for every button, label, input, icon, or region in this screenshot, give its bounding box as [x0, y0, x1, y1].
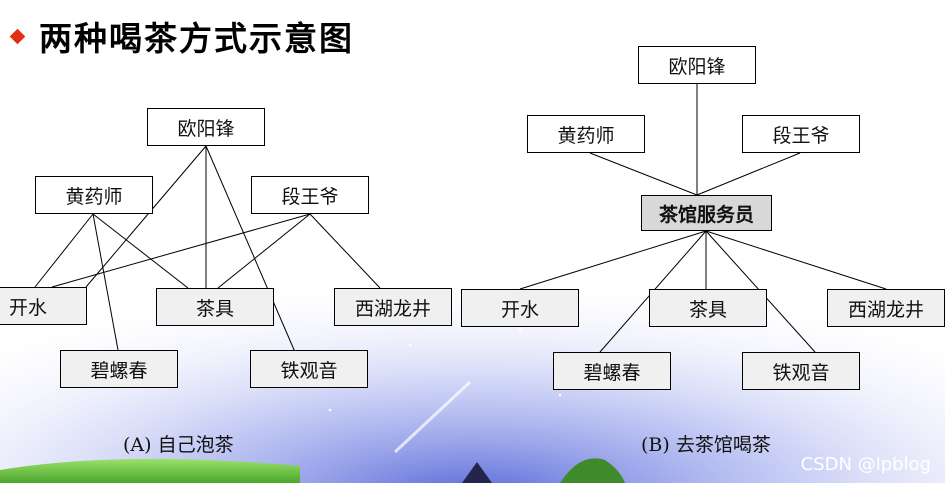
b-person-huangyaoshi: 黄药师	[527, 115, 645, 153]
b-item-biluochun: 碧螺春	[553, 352, 671, 390]
b-item-xihulongjing: 西湖龙井	[827, 289, 945, 327]
a-item-chaju: 茶具	[156, 288, 274, 326]
a-item-xihulongjing: 西湖龙井	[334, 288, 452, 326]
b-item-chaju: 茶具	[649, 289, 767, 327]
b-person-duanwangye: 段王爷	[742, 115, 860, 153]
a-item-tieguanyin: 铁观音	[250, 350, 368, 388]
a-item-kaishui: 开水	[0, 287, 87, 325]
line-a-ouyang-tieguanyin	[205, 145, 296, 353]
line-b-duan-hub	[696, 152, 801, 196]
watermark: CSDN @lpblog	[800, 454, 931, 475]
line-a-huang-biluochun	[92, 213, 119, 351]
caption-a: (A) 自己泡茶	[123, 434, 234, 456]
b-person-ouyangfeng: 欧阳锋	[638, 46, 756, 84]
b-item-kaishui: 开水	[461, 289, 579, 327]
line-b-huang-hub	[589, 152, 698, 196]
slide-title: 两种喝茶方式示意图	[39, 19, 354, 58]
line-a-huang-kaishui	[34, 213, 94, 288]
b-item-tieguanyin: 铁观音	[742, 352, 860, 390]
line-a-duan-xihu	[309, 213, 381, 289]
slide-title-row: 两种喝茶方式示意图	[8, 14, 354, 58]
a-person-duanwangye: 段王爷	[251, 176, 369, 214]
line-a-duan-kaishui	[51, 213, 311, 288]
a-item-biluochun: 碧螺春	[60, 350, 178, 388]
b-hub-chaguan-fuwuyuan: 茶馆服务员	[641, 195, 772, 231]
line-b-hub-xihu	[705, 230, 887, 290]
line-a-ouyang-kaishui	[85, 145, 207, 288]
line-b-hub-kaishui	[519, 230, 707, 290]
a-person-ouyangfeng: 欧阳锋	[147, 108, 265, 146]
line-a-duan-chaju	[217, 213, 311, 289]
line-a-huang-chaju	[92, 213, 189, 289]
a-person-huangyaoshi: 黄药师	[35, 176, 153, 214]
caption-b: (B) 去茶馆喝茶	[641, 434, 771, 456]
